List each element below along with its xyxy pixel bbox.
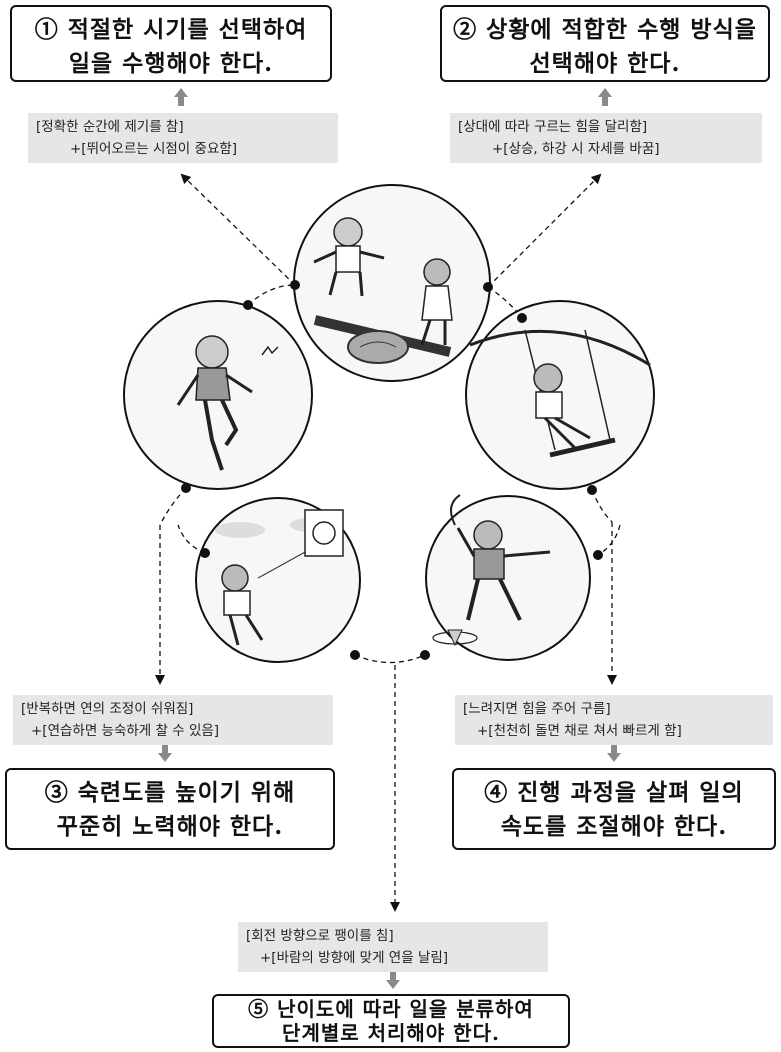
note-4-line1: [느려지면 힘을 주어 구름] — [463, 701, 611, 717]
note-5-line2: +[바람의 방향에 맞게 연을 날림] — [260, 950, 449, 966]
note-1-line2: +[뛰어오르는 시점이 중요함] — [70, 141, 238, 157]
illustration-swing — [465, 300, 655, 490]
principle-4-line1: ④ 진행 과정을 살펴 일의 — [484, 779, 744, 806]
illustration-top — [425, 494, 591, 661]
note-5-line1: [회전 방향으로 팽이를 침] — [246, 928, 394, 944]
principle-5-line1: ⑤ 난이도에 따라 일을 분류하여 — [248, 997, 534, 1021]
principle-3-line2: 꾸준히 노력해야 한다. — [56, 813, 284, 840]
arrow-to-note-2 — [487, 173, 602, 288]
arrow-to-note-1 — [180, 173, 296, 286]
principle-2-line2: 선택해야 한다. — [529, 50, 681, 77]
example-note-5: [회전 방향으로 팽이를 침] +[바람의 방향에 맞게 연을 날림] — [238, 922, 548, 972]
up-arrow-2 — [598, 88, 612, 106]
note-3-line1: [반복하면 연의 조정이 쉬워짐] — [21, 701, 194, 717]
example-note-4: [느려지면 힘을 주어 구름] +[천천히 돌면 채로 쳐서 빠르게 함] — [455, 695, 773, 745]
principle-1-line2: 일을 수행해야 한다. — [68, 50, 274, 77]
down-arrow-4 — [607, 745, 621, 763]
principle-2-line1: ② 상황에 적합한 수행 방식을 — [453, 16, 757, 43]
down-arrow-3 — [158, 745, 172, 763]
example-note-1: [정확한 순간에 제기를 참] +[뛰어오르는 시점이 중요함] — [28, 113, 338, 163]
note-3-line2: +[연습하면 능숙하게 찰 수 있음] — [31, 723, 220, 739]
note-4-line2: +[천천히 돌면 채로 쳐서 빠르게 함] — [477, 723, 682, 739]
connector-dots — [181, 280, 603, 660]
up-arrow-1 — [174, 88, 188, 106]
principle-1-line1: ① 적절한 시기를 선택하여 — [34, 16, 308, 43]
note-2-line2: +[상승, 하강 시 자세를 바꿈] — [492, 141, 660, 157]
principle-box-2: ② 상황에 적합한 수행 방식을 선택해야 한다. — [440, 5, 770, 82]
principle-box-1: ① 적절한 시기를 선택하여 일을 수행해야 한다. — [10, 5, 332, 82]
dashed-arrows — [155, 173, 617, 912]
example-note-2: [상대에 따라 구르는 힘을 달리함] +[상승, 하강 시 자세를 바꿈] — [450, 113, 762, 163]
principle-4-line2: 속도를 조절해야 한다. — [500, 813, 728, 840]
example-note-3: [반복하면 연의 조정이 쉬워짐] +[연습하면 능숙하게 찰 수 있음] — [13, 695, 333, 745]
principle-box-4: ④ 진행 과정을 살펴 일의 속도를 조절해야 한다. — [452, 768, 776, 850]
down-arrow-5 — [386, 972, 400, 990]
principle-5-line2: 단계별로 처리해야 한다. — [282, 1021, 500, 1045]
principle-3-line1: ③ 숙련도를 높이기 위해 — [44, 779, 296, 806]
note-2-line1: [상대에 따라 구르는 힘을 달리함] — [458, 119, 648, 135]
illustration-jegichagi — [123, 300, 313, 490]
illustration-seesaw — [293, 184, 491, 382]
principle-box-5: ⑤ 난이도에 따라 일을 분류하여 단계별로 처리해야 한다. — [212, 994, 570, 1048]
note-1-line1: [정확한 순간에 제기를 참] — [36, 119, 184, 135]
illustration-kite — [195, 497, 361, 663]
principle-box-3: ③ 숙련도를 높이기 위해 꾸준히 노력해야 한다. — [5, 768, 335, 850]
